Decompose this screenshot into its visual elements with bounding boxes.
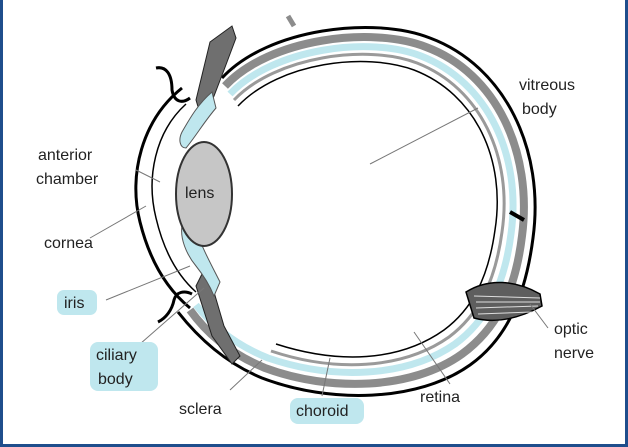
- ciliary-label-1: ciliary: [96, 347, 137, 364]
- anterior-leader: [136, 170, 160, 182]
- choroid-label: choroid: [296, 403, 348, 420]
- vitreous-leader: [370, 108, 478, 164]
- upper-muscle-line: [156, 68, 190, 102]
- ciliary-label-2: body: [98, 371, 133, 388]
- optic-label-2: nerve: [554, 345, 594, 362]
- sclera-label: sclera: [179, 401, 222, 418]
- vitreous-label-1: vitreous: [519, 77, 575, 94]
- lens-label: lens: [185, 185, 214, 202]
- cornea-leader: [90, 206, 146, 238]
- anterior-label-1: anterior: [38, 147, 93, 164]
- retina-line: [234, 54, 504, 364]
- optic-label-1: optic: [554, 321, 588, 338]
- inner-outline: [238, 62, 497, 357]
- sclera-tick-top: [288, 16, 294, 26]
- leader-lines: [90, 108, 548, 396]
- retina-label: retina: [420, 389, 460, 406]
- iris-label: iris: [64, 295, 84, 312]
- optic-nerve: [466, 282, 542, 320]
- anterior-label-2: chamber: [36, 171, 99, 188]
- vitreous-label-2: body: [522, 101, 557, 118]
- cornea-label: cornea: [44, 235, 93, 252]
